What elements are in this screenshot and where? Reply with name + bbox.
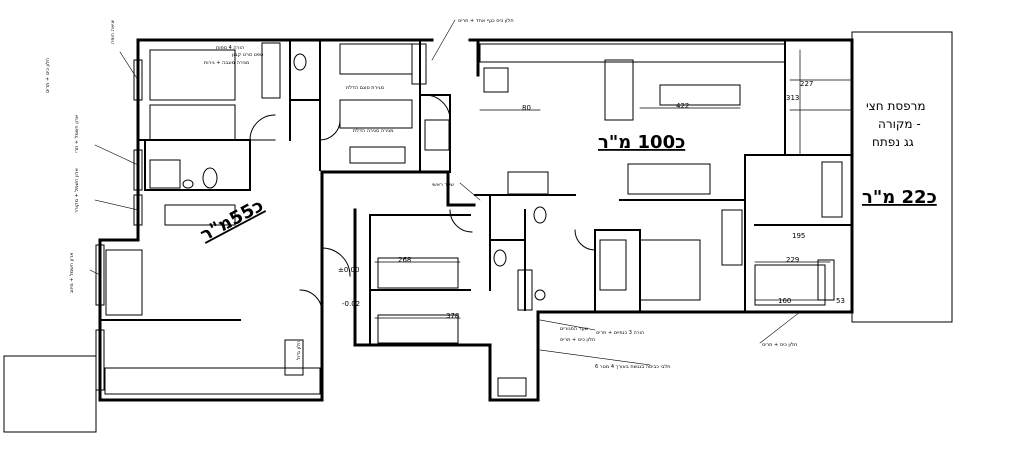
area-label-main: כ100 מ"ר bbox=[598, 132, 685, 153]
dim-160: 160 bbox=[778, 297, 791, 305]
balcony-outline bbox=[851, 31, 953, 323]
dim-268: 268 bbox=[398, 256, 411, 264]
dim-422: 422 bbox=[676, 102, 689, 110]
level-000: ±0.00 bbox=[338, 266, 359, 274]
bottom-left-box bbox=[3, 355, 97, 433]
note-3: הורה 4 ספות bbox=[216, 45, 244, 51]
kitchen-counters bbox=[104, 43, 786, 395]
note-17: 6 חלבי כביסה בנגשת באורך 4 מטר bbox=[595, 364, 671, 370]
doors bbox=[249, 94, 596, 313]
dim-53: 53 bbox=[836, 297, 845, 305]
note-16: חלון כיס + תריס bbox=[560, 337, 595, 343]
note-12: שער ראשי bbox=[432, 182, 454, 188]
level-002: -0.02 bbox=[342, 300, 360, 308]
note-leaders bbox=[89, 19, 801, 366]
terrace-line-1: מרפסת חצי bbox=[866, 99, 926, 113]
interior-walls bbox=[99, 39, 853, 346]
note-11: חלון כיס + תריס bbox=[45, 58, 51, 93]
outer-walls bbox=[98, 38, 854, 402]
sofas bbox=[105, 163, 711, 316]
terrace-line-3: גג נפתח bbox=[872, 135, 914, 149]
dining-tables bbox=[164, 84, 741, 376]
note-2: יציאה חופה bbox=[110, 20, 116, 44]
dim-313: 313 bbox=[786, 94, 799, 102]
note-18: חלון כיס + תריס bbox=[762, 342, 797, 348]
note-9: ארון חשמל + מקורר bbox=[74, 168, 80, 213]
note-5: מגירה מוגבה + גירות bbox=[204, 60, 249, 66]
note-15: הורה 3 כנפיים + תריס bbox=[596, 330, 644, 336]
note-14: שער הסגורים bbox=[560, 326, 589, 332]
dim-80: 80 bbox=[522, 104, 531, 112]
note-8: ארון חשמל + תרי bbox=[74, 115, 80, 153]
windows bbox=[95, 42, 843, 397]
dim-195: 195 bbox=[792, 232, 805, 240]
dim-229: 229 bbox=[786, 256, 799, 264]
note-7: מגירה סגירה הדלת bbox=[353, 128, 393, 134]
beds bbox=[149, 43, 826, 344]
bath-fixtures bbox=[149, 53, 627, 301]
note-4: טפט סרט קבון bbox=[232, 52, 263, 58]
note-10: ארון חשמל + מיזוג bbox=[69, 252, 75, 293]
area-label-balcony: כ22 מ"ר bbox=[862, 187, 937, 208]
terrace-line-2: מקורה - bbox=[878, 117, 921, 131]
note-13: חלון גדול bbox=[296, 341, 302, 360]
note-6: מגירת סוגם הדלת bbox=[346, 85, 384, 91]
dim-378: 378 bbox=[446, 312, 459, 320]
dim-227: 227 bbox=[800, 80, 813, 88]
dimension-lines bbox=[374, 49, 851, 319]
area-label-left: כ55מ"ר bbox=[197, 195, 267, 246]
note-1: חלון כיס כנף אחד + תריס bbox=[458, 18, 514, 24]
